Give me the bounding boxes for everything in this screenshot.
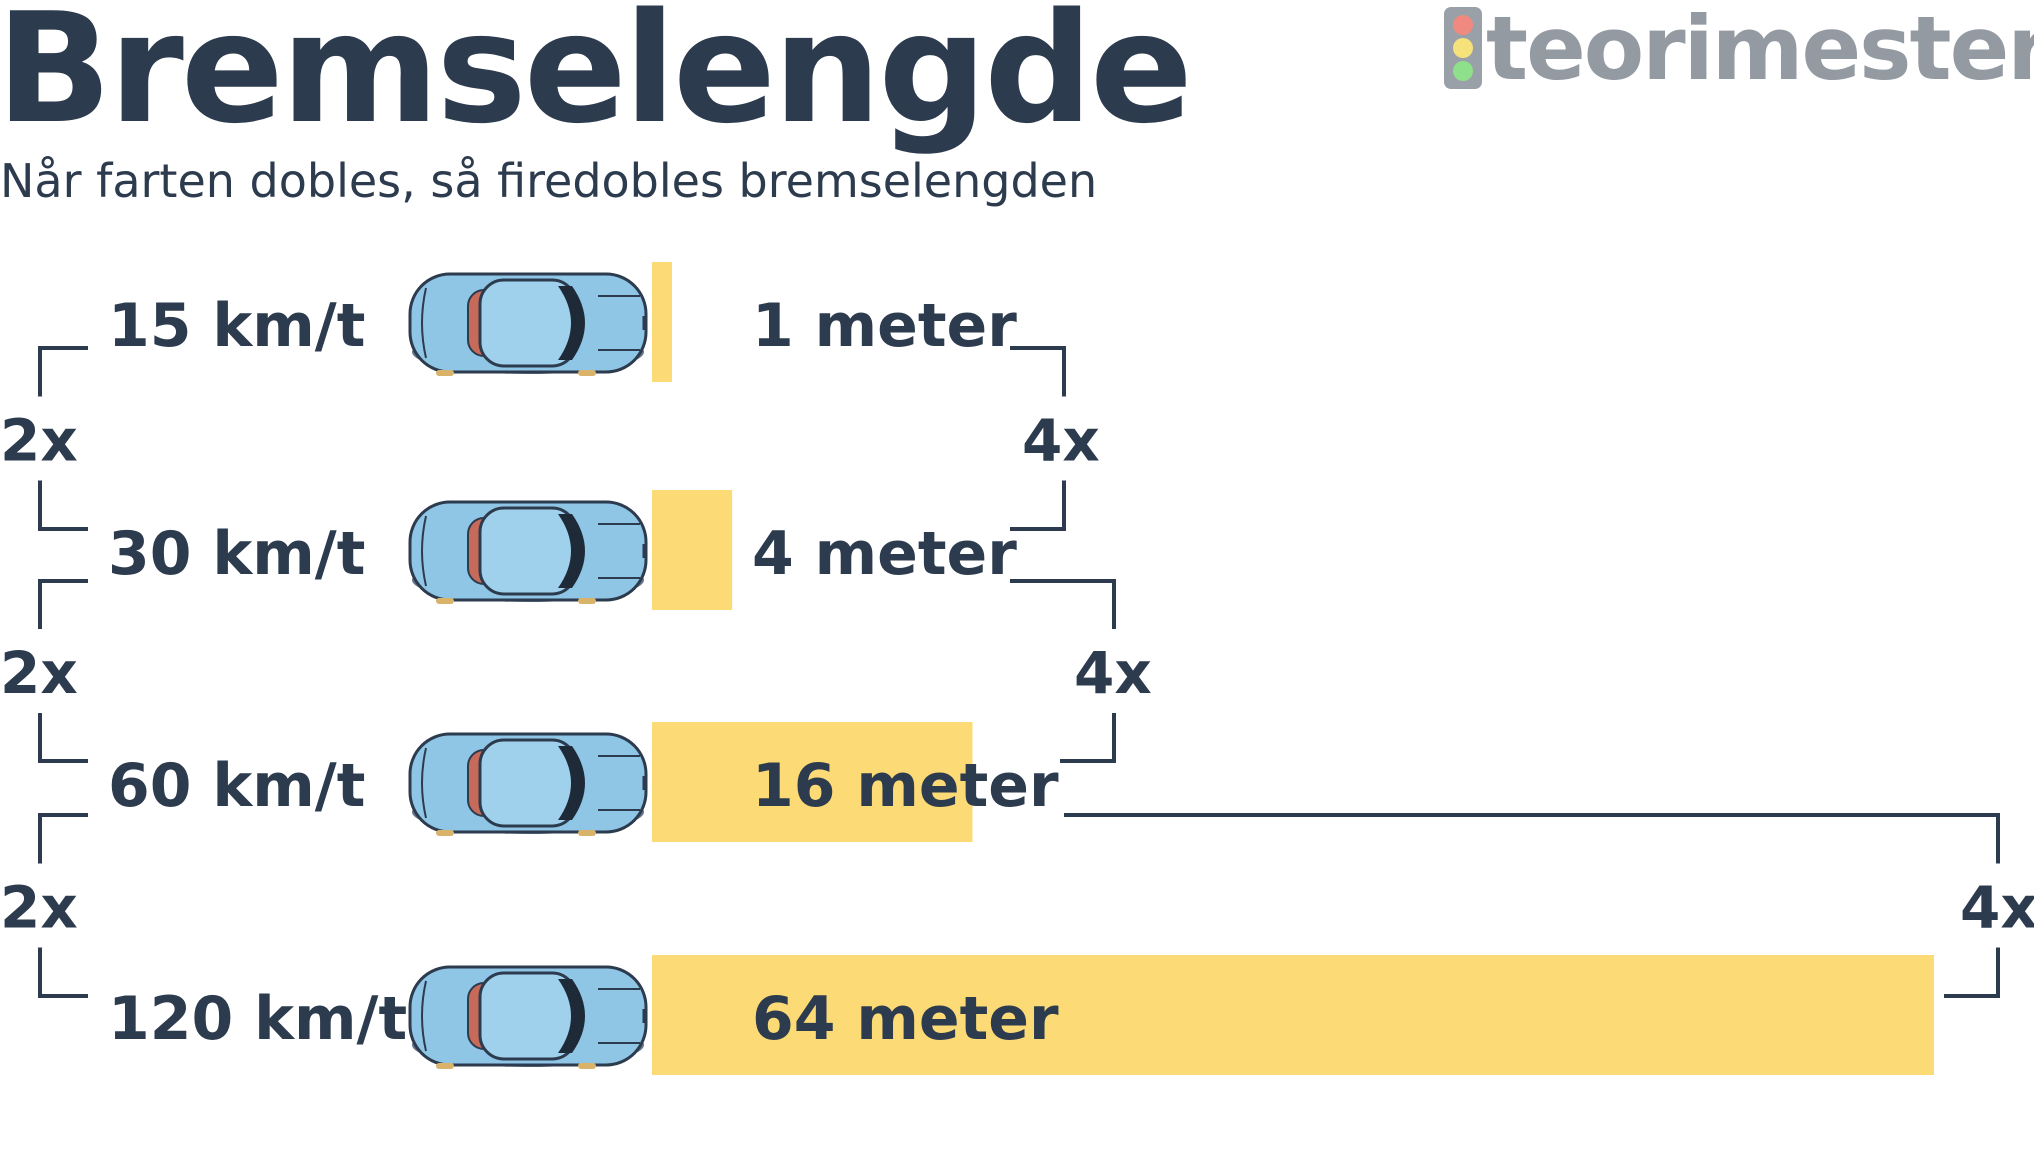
speed-label: 60 km/t <box>108 751 365 821</box>
car-icon <box>408 272 648 378</box>
distance-label: 4 meter <box>752 519 1017 589</box>
speed-label: 120 km/t <box>108 984 407 1054</box>
distance-bracket <box>1010 346 1066 531</box>
speed-label: 30 km/t <box>108 519 365 589</box>
speed-bracket <box>38 579 88 763</box>
speed-label: 15 km/t <box>108 291 365 361</box>
speed-bracket <box>38 346 88 531</box>
speed-multiplier-label: 2x <box>0 874 78 942</box>
distance-multiplier-label: 4x <box>1960 874 2034 942</box>
speed-bracket <box>38 813 88 998</box>
bar-64-meter <box>652 955 1934 1075</box>
distance-bracket <box>1010 579 1116 763</box>
chart-layer: 15 km/t 1 meter 30 km/t 4 meter 60 km/t 16 me… <box>0 262 2034 1075</box>
brand-logo: teorimester <box>1444 0 2034 100</box>
speed-multiplier-label: 2x <box>0 639 78 707</box>
distance-label: 64 meter <box>752 984 1059 1054</box>
page-subtitle: Når farten dobles, så firedobles bremsel… <box>0 154 1098 208</box>
distance-label: 1 meter <box>752 291 1017 361</box>
bar-4-meter <box>652 490 733 610</box>
car-icon <box>408 500 648 606</box>
distance-bracket <box>1064 813 2000 998</box>
page-title: Bremselengde <box>0 0 1193 157</box>
traffic-light-icon <box>1444 7 1482 89</box>
brand-logo-text: teorimester <box>1486 0 2034 100</box>
distance-label: 16 meter <box>752 751 1059 821</box>
distance-multiplier-label: 4x <box>1022 407 1100 475</box>
car-icon <box>408 965 648 1071</box>
bar-1-meter <box>652 262 673 382</box>
distance-multiplier-label: 4x <box>1074 639 1152 707</box>
speed-multiplier-label: 2x <box>0 407 78 475</box>
bar-16-meter <box>652 722 973 842</box>
car-icon <box>408 732 648 838</box>
